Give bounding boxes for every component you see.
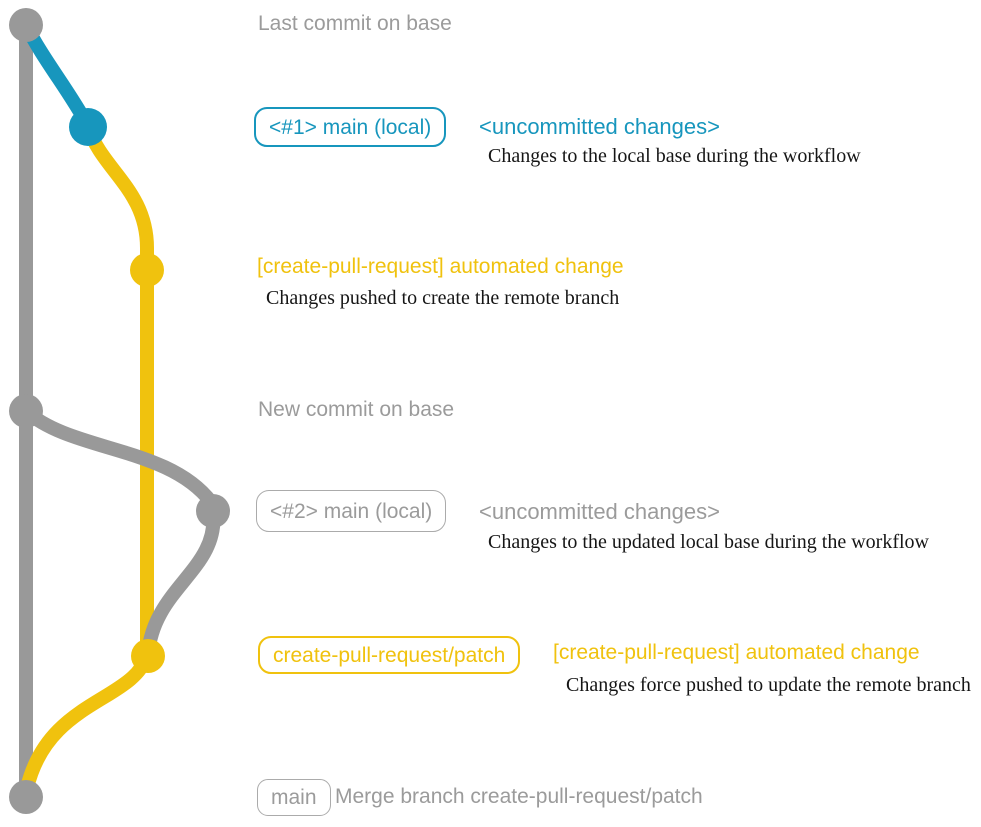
- branch-badge-main-local-2: <#2> main (local): [256, 490, 447, 532]
- patch-branch-merge-line: [20, 653, 154, 790]
- uncommitted-changes-title-1: <uncommitted changes>: [479, 114, 720, 139]
- automated-change-title-2: [create-pull-request] automated change: [553, 641, 920, 664]
- commit-dot-patch-2: [131, 639, 165, 673]
- last-commit-on-base-label: Last commit on base: [258, 12, 452, 35]
- uncommitted-changes-desc-2: Changes to the updated local base during…: [488, 531, 929, 553]
- uncommitted-changes-desc-1: Changes to the local base during the wor…: [488, 145, 861, 167]
- patch-branch-line: [81, 124, 154, 656]
- branch-badge-main-local-1: <#1> main (local): [254, 107, 447, 147]
- commit-dot-local-1: [69, 108, 107, 146]
- new-commit-on-base-label: New commit on base: [258, 398, 455, 421]
- merge-branch-label: Merge branch create-pull-request/patch: [335, 785, 703, 808]
- commit-dot-last-commit-on-base: [9, 8, 43, 42]
- automated-change-desc-2: Changes force pushed to update the remot…: [566, 674, 971, 696]
- force-push-line: [141, 510, 221, 657]
- commit-dot-new-commit-on-base: [9, 394, 43, 428]
- automated-change-desc-1: Changes pushed to create the remote bran…: [266, 287, 620, 309]
- branch-badge-patch: create-pull-request/patch: [258, 636, 521, 674]
- local-main-2-branch-line: [21, 405, 217, 507]
- commit-dot-merge: [9, 780, 43, 814]
- commit-dot-local-2: [196, 494, 230, 528]
- automated-change-title-1: [create-pull-request] automated change: [257, 255, 624, 278]
- commit-dot-patch-1: [130, 253, 164, 287]
- uncommitted-changes-title-2: <uncommitted changes>: [479, 499, 720, 524]
- branch-badge-main: main: [257, 779, 331, 816]
